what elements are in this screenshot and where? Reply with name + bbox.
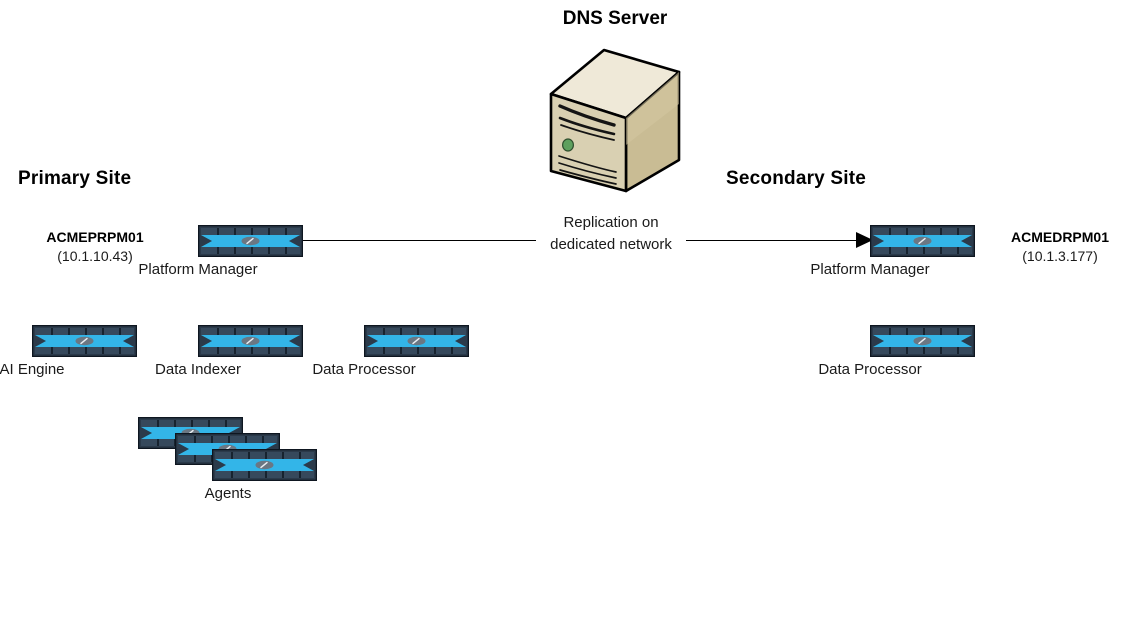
primary-host-block: ACMEPRPM01 (10.1.10.43) [30,228,160,266]
network-appliance-icon [198,325,303,357]
secondary-host-ip: (10.1.3.177) [1022,247,1098,264]
network-appliance-icon [870,225,975,257]
network-appliance-icon [198,225,303,257]
replication-line-right [685,240,858,241]
primary-node-agents[interactable]: Agents [138,417,318,502]
dns-server-node [540,44,690,194]
network-appliance-icon [870,325,975,357]
node-label: Data Processor [818,361,922,378]
network-appliance-icon [364,325,469,357]
replication-label: Replication on dedicated network [536,212,686,256]
node-label: AI Engine [0,361,65,378]
replication-line-left [302,240,536,241]
agents-label: Agents [204,485,252,502]
arrowhead-right-icon [856,232,873,248]
replication-label-line1: Replication on [563,214,659,231]
secondary-host-name: ACMEDRPM01 [1010,229,1109,245]
dns-server-title: DNS Server [562,8,668,29]
tower-server-icon [540,44,690,194]
primary-site-title: Primary Site [18,168,132,189]
primary-host-ip: (10.1.10.43) [57,247,133,264]
node-label: Data Processor [312,361,416,378]
secondary-host-block: ACMEDRPM01 (10.1.3.177) [995,228,1125,266]
node-label: Platform Manager [810,261,930,278]
network-appliance-icon [212,449,317,481]
replication-label-line2: dedicated network [550,235,672,253]
node-label: Data Indexer [155,361,241,378]
secondary-site-title: Secondary Site [726,168,867,189]
primary-host-name: ACMEPRPM01 [46,229,144,245]
diagram-canvas: Primary Site Secondary Site DNS Server [0,8,1125,502]
network-appliance-icon [32,325,137,357]
node-label: Platform Manager [138,261,258,278]
